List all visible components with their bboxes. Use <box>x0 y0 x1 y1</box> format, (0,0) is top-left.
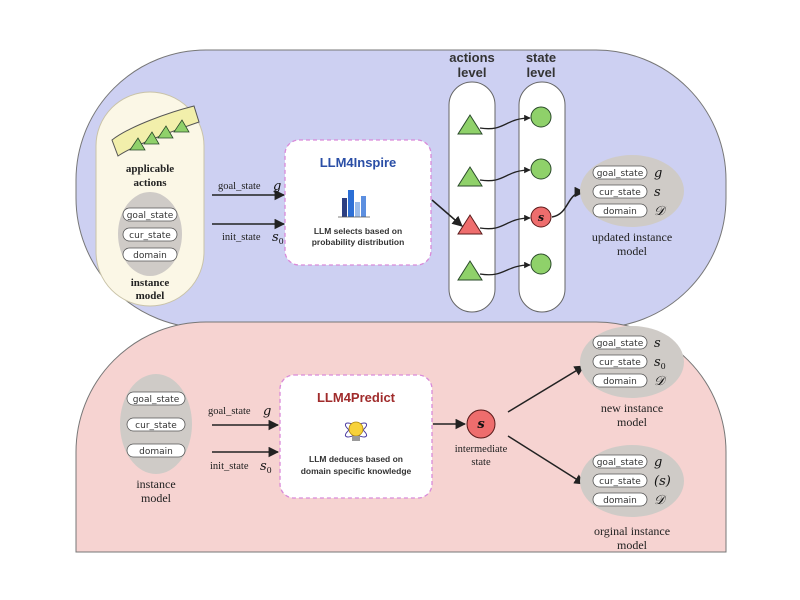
edge-action3-state3 <box>479 214 531 230</box>
bottom-instance-pill-1: cur_state <box>126 417 186 432</box>
bar-chart-icon <box>338 190 370 218</box>
original-symbol-2: 𝒟 <box>654 493 667 508</box>
updated-symbol-2: 𝒟 <box>654 204 667 219</box>
action-node-2 <box>457 166 483 187</box>
state-node-2 <box>530 158 552 180</box>
new-symbol-0: s <box>654 336 661 351</box>
top-init-arrow-label: init_state <box>222 232 261 243</box>
bottom-goal-arrow-label: goal_state <box>208 406 251 417</box>
intermediate-state-symbol: s <box>477 417 485 432</box>
action-node-selected <box>457 214 483 235</box>
updated-pill-0: goal_state <box>592 165 648 180</box>
state-node-1 <box>530 106 552 128</box>
original-pill-2-label: domain <box>603 496 637 506</box>
original-pill-1: cur_state <box>592 473 648 488</box>
bottom-goal-symbol: g <box>263 404 271 419</box>
bottom-instance-pill-2-label: domain <box>139 447 173 457</box>
action-node-4 <box>457 260 483 281</box>
top-instance-pill-2-label: domain <box>133 251 167 261</box>
top-instance-pill-0-label: goal_state <box>127 211 174 221</box>
bottom-instance-pill-1-label: cur_state <box>135 421 177 431</box>
original-pill-1-label: cur_state <box>599 477 641 487</box>
actions-level-column <box>448 81 496 313</box>
top-instance-pill-1-label: cur_state <box>129 231 171 241</box>
bottom-init-symbol: s0 <box>260 459 272 475</box>
updated-pill-1-label: cur_state <box>599 188 641 198</box>
original-pill-0: goal_state <box>592 454 648 469</box>
state-level-column <box>518 81 566 313</box>
edge-action2-state2 <box>479 166 531 182</box>
action-triangle-4 <box>173 119 190 133</box>
action-node-1 <box>457 114 483 135</box>
bottom-instance-pill-2: domain <box>126 443 186 458</box>
updated-pill-0-label: goal_state <box>597 169 644 179</box>
state-node-selected <box>530 206 552 228</box>
state-to-new-model-arrow <box>507 365 585 413</box>
bottom-init-arrow-label: init_state <box>210 461 249 472</box>
state-node-4 <box>530 253 552 275</box>
intermediate-state-node <box>466 409 496 439</box>
new-pill-2: domain <box>592 373 648 388</box>
inspire-to-action-arrow <box>431 199 463 227</box>
bottom-instance-pill-0-label: goal_state <box>133 395 180 405</box>
top-instance-pill-0: goal_state <box>122 207 178 222</box>
edge-action4-state4 <box>479 261 531 276</box>
original-symbol-0: g <box>654 455 662 470</box>
llm4inspire-title: LLM4Inspire <box>320 155 397 170</box>
new-pill-2-label: domain <box>603 377 637 387</box>
original-pill-2: domain <box>592 492 648 507</box>
top-goal-symbol: g <box>273 179 281 194</box>
selected-state-symbol: s <box>538 211 544 224</box>
updated-pill-2: domain <box>592 203 648 218</box>
new-symbol-2: 𝒟 <box>654 374 667 389</box>
new-symbol-1: s0 <box>654 355 666 371</box>
updated-pill-2-label: domain <box>603 207 637 217</box>
action-triangle-2 <box>143 131 160 145</box>
new-pill-0: goal_state <box>592 335 648 350</box>
original-pill-0-label: goal_state <box>597 458 644 468</box>
state-to-original-model-arrow <box>507 435 585 485</box>
top-instance-pill-2: domain <box>122 247 178 262</box>
updated-symbol-1: s <box>654 185 661 200</box>
action-triangle-1 <box>129 137 146 151</box>
top-init-symbol: s0 <box>272 230 284 246</box>
llm4predict-title: LLM4Predict <box>317 390 396 405</box>
lightbulb-icon <box>344 421 368 441</box>
updated-symbol-0: g <box>654 166 662 181</box>
top-goal-arrow-label: goal_state <box>218 181 261 192</box>
new-pill-0-label: goal_state <box>597 339 644 349</box>
original-symbol-1: (s) <box>654 474 671 489</box>
new-pill-1: cur_state <box>592 354 648 369</box>
bottom-instance-pill-0: goal_state <box>126 391 186 406</box>
action-triangle-3 <box>157 125 174 139</box>
top-instance-pill-1: cur_state <box>122 227 178 242</box>
updated-pill-1: cur_state <box>592 184 648 199</box>
new-pill-1-label: cur_state <box>599 358 641 368</box>
edge-action1-state1 <box>479 114 531 130</box>
